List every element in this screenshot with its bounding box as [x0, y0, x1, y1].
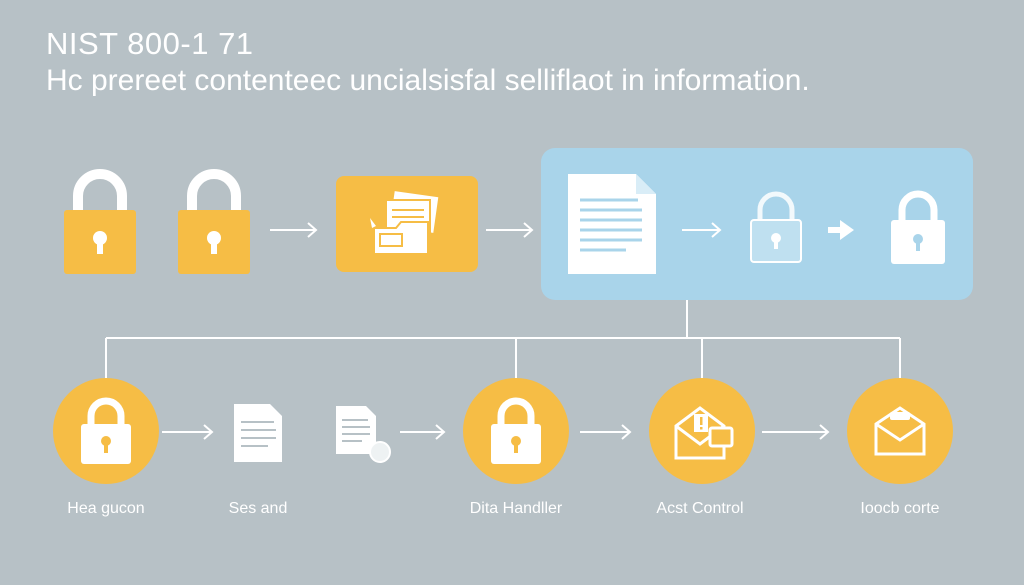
lock-icon [81, 397, 131, 464]
page-subtitle: Hc prereet contenteec uncialsisfal selli… [46, 64, 810, 97]
arrow-right-icon [762, 424, 830, 440]
document-search-icon [336, 406, 391, 463]
lock-icon [64, 169, 136, 274]
lock-outline-icon [750, 191, 802, 263]
page-title: NIST 800-1 71 [46, 26, 254, 61]
document-icon [568, 174, 656, 274]
arrow-right-icon [162, 424, 214, 440]
node-label: Hea gucon [67, 500, 145, 517]
node-label: Ses and [228, 500, 288, 517]
lock-icon [178, 169, 250, 274]
lock-icon [891, 190, 945, 264]
node-label: Dita Handller [469, 500, 563, 517]
arrow-right-icon [580, 424, 632, 440]
node-label: Ioocb corte [860, 500, 940, 517]
envelope-icon [874, 406, 926, 456]
arrow-right-icon [270, 222, 318, 238]
lock-icon [491, 397, 541, 464]
arrow-right-icon [400, 424, 446, 440]
arrow-right-icon [486, 222, 534, 238]
envelope-alert-icon [674, 406, 734, 460]
folder-documents-icon [370, 191, 439, 255]
node-label: Acst Control [656, 500, 744, 517]
document-icon [234, 404, 282, 462]
arrow-right-icon [682, 222, 722, 238]
node-circle [847, 378, 953, 484]
arrow-right-icon [828, 220, 854, 240]
